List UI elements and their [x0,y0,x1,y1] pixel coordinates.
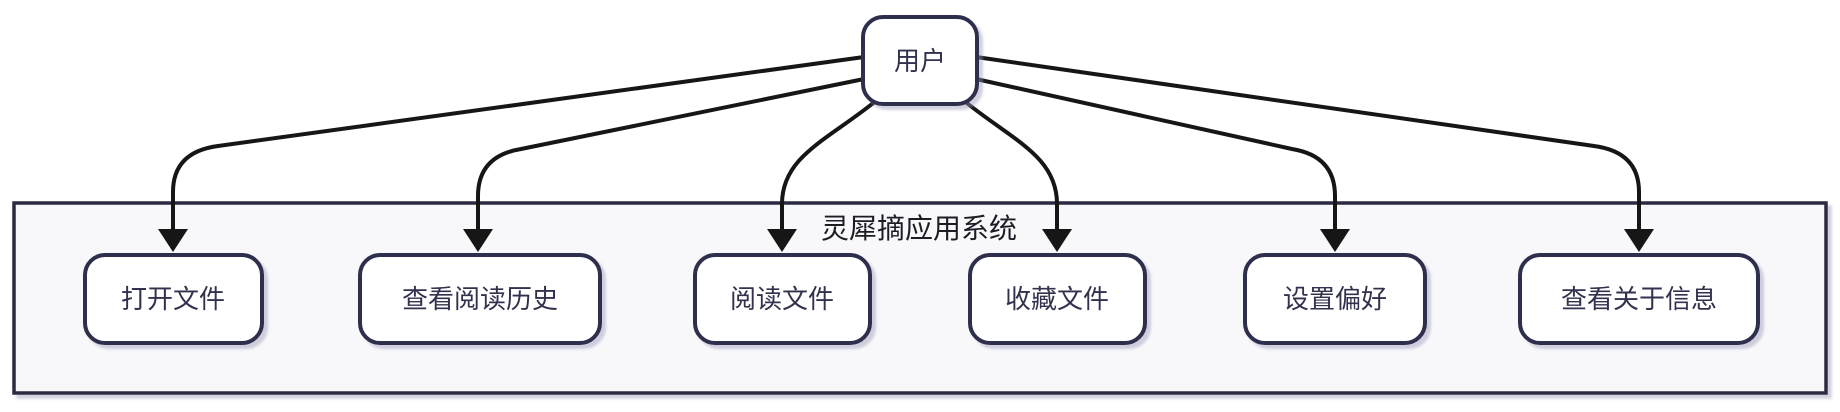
arrowhead-icon [158,229,188,252]
edge-user-to-open-file [171,55,866,233]
edges [158,55,1654,252]
edge-user-to-favorite-file [961,98,1059,233]
edge-user-to-set-preferences [974,77,1337,233]
edge-user-to-view-reading-history [476,77,866,233]
usecase-node-box [968,253,1147,345]
arrowhead-icon [1042,229,1072,252]
system-boundary-label: 灵犀摘应用系统 [821,213,1017,244]
usecase-node-label: 阅读文件 [730,284,834,314]
usecase-node-label: 收藏文件 [1005,284,1109,314]
arrowhead-icon [767,229,797,252]
usecase-node-box [693,253,872,345]
usecase-node-label: 查看关于信息 [1561,284,1717,314]
usecase-node-set-preferences: 设置偏好 [1243,253,1427,345]
usecase-node-box [83,253,264,345]
usecase-node-box [1518,253,1760,345]
usecase-node-view-about-info: 查看关于信息 [1518,253,1760,345]
arrowhead-icon [463,229,493,252]
usecase-node-read-file: 阅读文件 [693,253,872,345]
usecase-node-label: 打开文件 [121,284,225,314]
edge-user-to-read-file [780,98,879,233]
actor-node-label: 用户 [894,46,946,76]
usecase-node-open-file: 打开文件 [83,253,264,345]
actor-node-user: 用户 [861,15,979,106]
arrowhead-icon [1320,229,1350,252]
arrowhead-icon [1624,229,1654,252]
usecase-node-label: 查看阅读历史 [402,284,558,314]
actor-node-box [861,15,979,106]
usecase-node-favorite-file: 收藏文件 [968,253,1147,345]
edge-user-to-view-about-info [974,55,1641,233]
usecase-node-label: 设置偏好 [1283,284,1387,314]
usecase-node-box [358,253,602,345]
usecase-node-view-reading-history: 查看阅读历史 [358,253,602,345]
usecase-node-box [1243,253,1427,345]
